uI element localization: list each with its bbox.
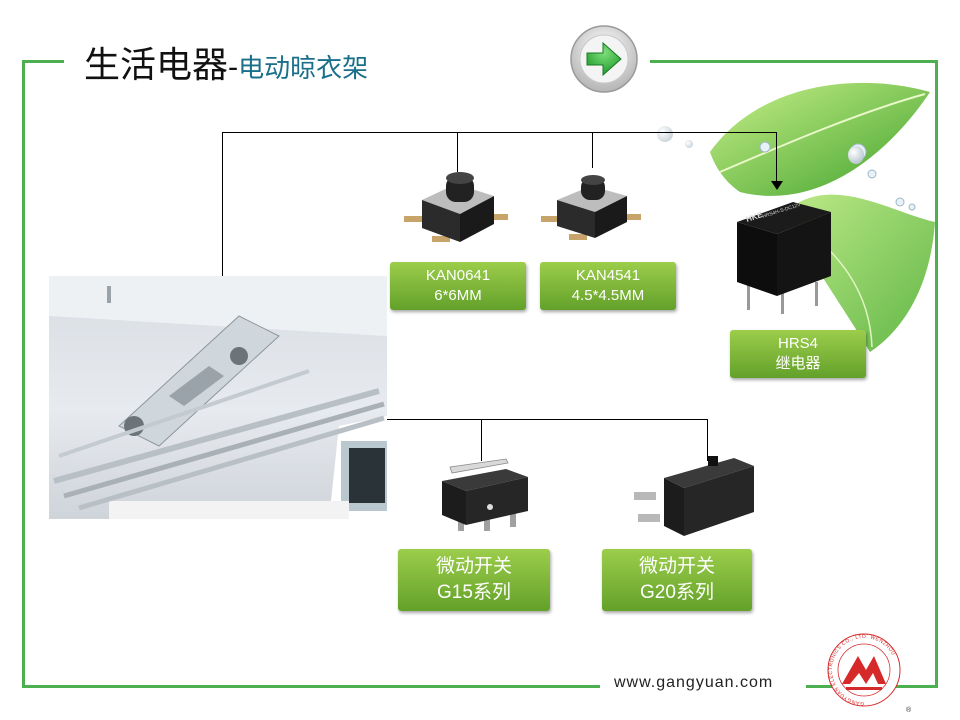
title-main: 生活电器 [84, 45, 229, 86]
g20-label[interactable]: 微动开关 G20系列 [602, 549, 752, 611]
micro-switch-g15-image [436, 455, 536, 535]
arrow-right-icon [570, 25, 638, 93]
frame-bottom-left [22, 685, 600, 688]
kan4541-label[interactable]: KAN4541 4.5*4.5MM [540, 262, 676, 310]
hrs4-model: HRS4 [777, 335, 818, 352]
page-title: 生活电器-电动晾衣架 [84, 44, 368, 91]
hrs4-label[interactable]: HRS4 继电器 [730, 330, 866, 378]
arrow-down-icon [771, 181, 783, 190]
frame-left [22, 60, 25, 688]
hrs4-type: 继电器 [775, 355, 821, 372]
connector-line [592, 132, 593, 168]
micro-switch-g20-image [628, 452, 758, 542]
title-subtitle: 电动晾衣架 [238, 54, 369, 84]
tactile-switch-kan0641-image [400, 170, 512, 252]
g15-label[interactable]: 微动开关 G15系列 [398, 549, 550, 611]
kan4541-model: KAN4541 [575, 267, 641, 284]
tactile-switch-kan4541-image [535, 166, 647, 248]
g20-type: 微动开关 [638, 556, 715, 577]
connector-line [222, 132, 777, 133]
connector-line [457, 132, 458, 172]
g15-series: G15系列 [437, 582, 511, 603]
kan0641-size: 6*6MM [434, 287, 482, 304]
connector-line [222, 132, 223, 280]
water-drop [848, 146, 864, 164]
kan4541-size: 4.5*4.5MM [571, 287, 645, 304]
drying-rack-photo [49, 276, 387, 519]
connector-line [707, 419, 708, 461]
connector-line [386, 419, 708, 420]
footer-url[interactable]: www.gangyuan.com [614, 674, 774, 691]
kan0641-label[interactable]: KAN0641 6*6MM [390, 262, 526, 310]
title-separator: - [228, 50, 239, 85]
company-logo: GANGYUAN ELECTRONICS CO., LTD. WENZHOU ® [816, 626, 912, 714]
connector-line [481, 419, 482, 461]
g20-series: G20系列 [640, 582, 714, 603]
connector-line [776, 132, 777, 184]
water-drop [657, 126, 673, 142]
svg-text:®: ® [906, 706, 912, 714]
frame-right [935, 60, 938, 688]
relay-hrs4-image: HKE HRS4H-S-DC12V [733, 192, 833, 316]
next-arrow-button[interactable] [567, 22, 641, 96]
frame-top-right [650, 60, 938, 63]
kan0641-model: KAN0641 [425, 267, 491, 284]
frame-top-left [22, 60, 64, 63]
water-drop [685, 140, 693, 148]
g15-type: 微动开关 [435, 556, 512, 577]
